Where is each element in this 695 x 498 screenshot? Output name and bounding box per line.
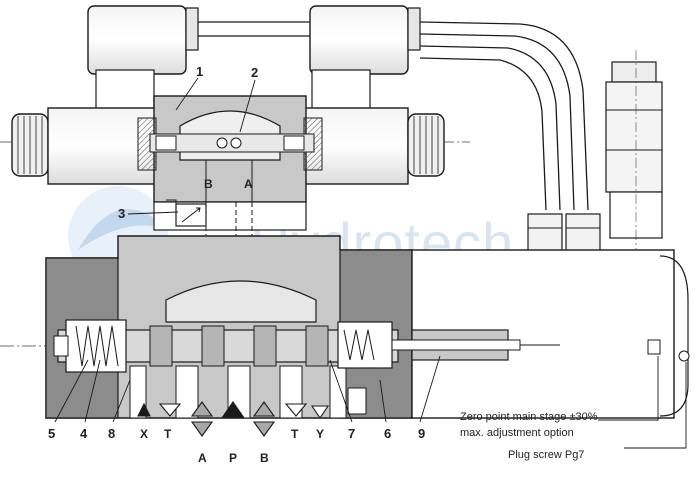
port-label-y: Y — [316, 427, 324, 441]
callout-4: 4 — [80, 426, 88, 441]
pilot-port-a-label: A — [244, 177, 253, 191]
port-label-x: X — [140, 427, 148, 441]
pilot-port-b-label: B — [204, 177, 213, 191]
callout-7: 7 — [348, 426, 355, 441]
port-label-b: B — [260, 451, 269, 465]
callout-1: 1 — [196, 64, 203, 79]
note-zero-point-2: max. adjustment option — [460, 427, 574, 439]
callout-3: 3 — [118, 206, 125, 221]
port-label-t1: T — [164, 427, 172, 441]
solenoid-coil-left — [11, 107, 157, 185]
callout-9: 9 — [418, 426, 425, 441]
note-plug-screw: Plug screw Pg7 — [508, 449, 584, 461]
port-label-t2: T — [291, 427, 299, 441]
cable-glands — [527, 213, 601, 253]
port-label-p: P — [229, 451, 237, 465]
plug-connector — [605, 50, 663, 250]
electronics-housing — [391, 249, 690, 419]
pilot-valve — [137, 95, 323, 231]
main-valve-body — [45, 235, 413, 419]
callout-leaders — [54, 77, 687, 449]
solenoid-connector-right — [309, 5, 421, 117]
note-zero-point-1: Zero point main stage ±30% — [460, 411, 598, 423]
port-label-a: A — [198, 451, 207, 465]
callout-5: 5 — [48, 426, 55, 441]
callout-6: 6 — [384, 426, 391, 441]
callout-8: 8 — [108, 426, 115, 441]
cables — [419, 21, 589, 211]
callout-2: 2 — [251, 65, 258, 80]
port-symbols — [137, 401, 330, 437]
